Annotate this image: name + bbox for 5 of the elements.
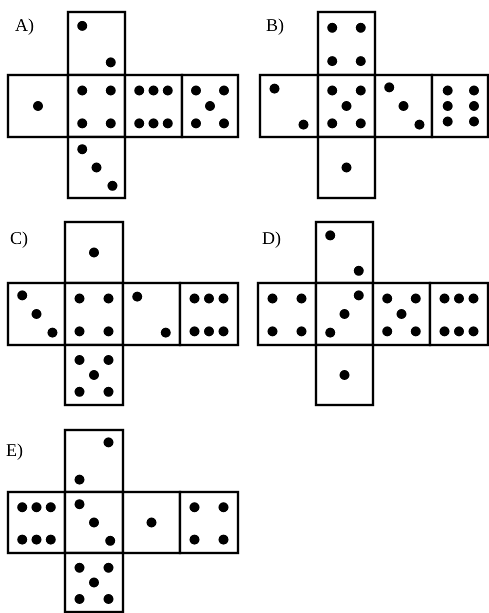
option-label: C) [10,228,28,248]
option-label: D) [262,228,281,248]
option-label: A) [15,15,34,35]
option-label: E) [6,440,23,460]
option-label: B) [266,15,284,35]
